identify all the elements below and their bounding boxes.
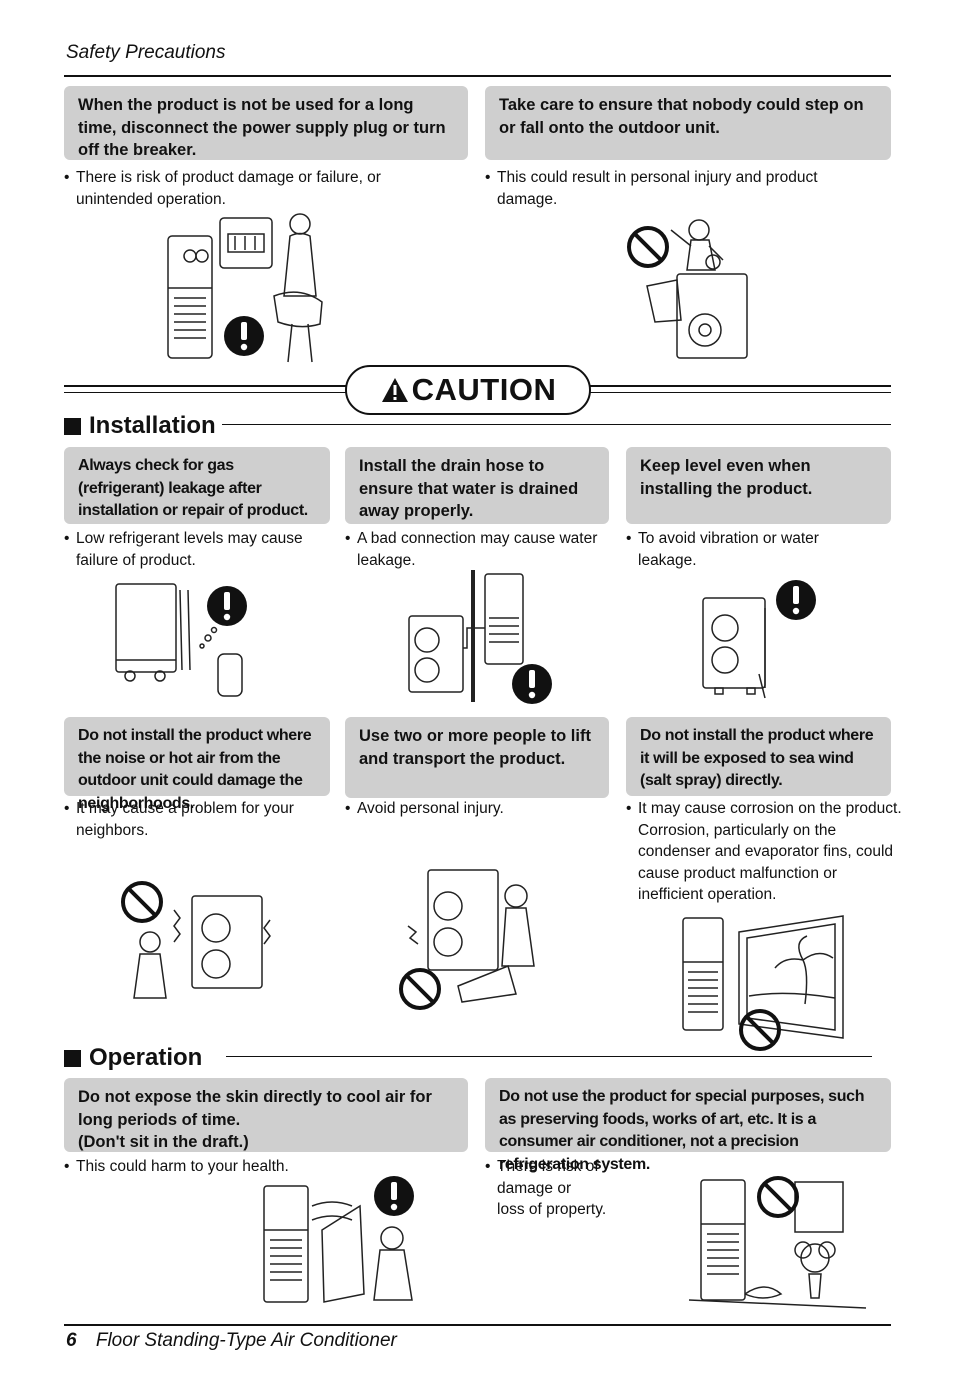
operation-bullet-special-purpose: There is risk of damage or loss of prope… (485, 1156, 637, 1221)
special-purpose-illustration (688, 1176, 867, 1309)
install-bullet-sea-wind: It may cause corrosion on the product. C… (626, 798, 903, 906)
caution-rule-right-bottom (590, 392, 891, 393)
prohibition-circle-icon (757, 1176, 799, 1218)
drain-hose-illustration (408, 570, 552, 704)
footer-title: Floor Standing-Type Air Conditioner (95, 1330, 397, 1351)
indoor-unit-figure (167, 235, 213, 359)
page-number: 6 (66, 1330, 77, 1351)
breaker-panel-figure (219, 217, 273, 269)
operation-bullet-cool-air: This could harm to your health. (64, 1156, 376, 1178)
install-box-level: Keep level even when installing the prod… (626, 447, 891, 524)
header-rule (64, 75, 891, 77)
no-step-illustration (627, 219, 748, 359)
heading-square-icon (64, 417, 81, 435)
install-box-drain-hose: Install the drain hose to ensure that wa… (345, 447, 609, 524)
caution-rule-right-top (590, 385, 891, 387)
prohibition-circle-icon (121, 881, 163, 923)
installation-heading: Installation (64, 412, 216, 440)
exclamation-circle-icon (776, 580, 816, 620)
prohibition-circle-icon (399, 968, 441, 1010)
operation-box-cool-air-line2: (Don't sit in the draft.) (78, 1133, 249, 1151)
exclamation-circle-icon (374, 1176, 414, 1216)
prohibition-circle-icon (739, 1009, 781, 1051)
operation-heading: Operation (64, 1044, 202, 1072)
top-right-bullet: This could result in personal injury and… (485, 167, 877, 210)
operation-bullet-line2: damage or (497, 1179, 572, 1197)
person-figure (289, 213, 311, 235)
install-bullet-lift: Avoid personal injury. (345, 798, 607, 820)
operation-box-cool-air: Do not expose the skin directly to cool … (64, 1078, 468, 1152)
exclamation-circle-icon (224, 316, 264, 356)
top-left-warning-box: When the product is not be used for a lo… (64, 86, 468, 160)
install-bullet-noise: It may cause a problem for your neighbor… (64, 798, 336, 841)
lift-two-people-illustration (399, 869, 535, 1010)
heading-square-icon (64, 1049, 81, 1067)
operation-title: Operation (89, 1044, 203, 1071)
top-left-bullet: There is risk of product damage or failu… (64, 167, 436, 210)
top-right-warning-box: Take care to ensure that nobody could st… (485, 86, 891, 160)
caution-rule-left-bottom (64, 392, 348, 393)
caution-banner: CAUTION (345, 365, 591, 415)
footer-rule (64, 1324, 891, 1326)
operation-rule (226, 1056, 872, 1057)
operation-bullet-line1: There is risk of (497, 1158, 599, 1175)
operation-box-special-purpose: Do not use the product for special purpo… (485, 1078, 891, 1173)
noise-illustration (121, 881, 271, 999)
warning-triangle-icon (381, 378, 408, 402)
level-install-illustration (702, 580, 816, 699)
unplug-illustration (167, 213, 323, 363)
exclamation-circle-icon (512, 664, 552, 704)
cool-air-illustration (263, 1176, 414, 1303)
outdoor-unit-figure (676, 273, 748, 359)
install-box-gas-leak: Always check for gas (refrigerant) leaka… (64, 447, 330, 524)
caution-label: CAUTION (411, 372, 557, 407)
operation-bullet-line3: loss of property. (497, 1201, 607, 1218)
exclamation-circle-icon (207, 586, 247, 626)
artwork-frame-figure (794, 1181, 844, 1233)
installation-title: Installation (89, 412, 216, 439)
caution-rule-left-top (64, 385, 348, 387)
leak-detector-figure (217, 653, 243, 697)
gas-leak-illustration (115, 583, 247, 697)
child-figure (688, 219, 710, 241)
install-bullet-gas-leak: Low refrigerant levels may cause failure… (64, 528, 336, 571)
prohibition-circle-icon (627, 226, 669, 268)
install-bullet-level: To avoid vibration or water leakage. (626, 528, 868, 571)
operation-box-cool-air-line1: Do not expose the skin directly to cool … (78, 1088, 432, 1129)
install-bullet-drain-hose: A bad connection may cause water leakage… (345, 528, 607, 571)
installation-rule (222, 424, 891, 425)
install-box-lift: Use two or more people to lift and trans… (345, 717, 609, 798)
install-box-noise: Do not install the product where the noi… (64, 717, 330, 812)
page-footer: 6 Floor Standing-Type Air Conditioner (66, 1330, 397, 1352)
page-header-title: Safety Precautions (66, 42, 226, 63)
sea-wind-illustration (682, 915, 844, 1051)
install-box-sea-wind: Do not install the product where it will… (626, 717, 891, 796)
